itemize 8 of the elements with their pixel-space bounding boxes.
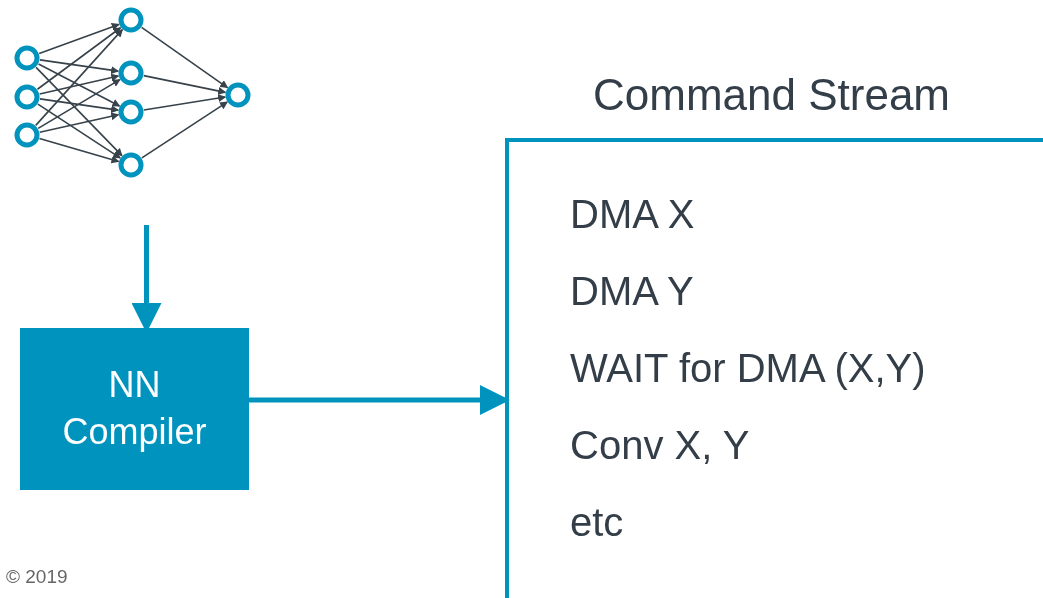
list-item: DMA Y bbox=[570, 269, 694, 314]
copyright-note: © 2019 bbox=[6, 566, 68, 588]
list-item: etc bbox=[570, 500, 624, 545]
process-box: NN Compiler bbox=[20, 328, 249, 490]
list-item: DMA X bbox=[570, 192, 695, 237]
list-item: Conv X, Y bbox=[570, 423, 750, 468]
list-item: WAIT for DMA (X,Y) bbox=[570, 346, 926, 391]
panel-heading: Command Stream bbox=[593, 70, 950, 120]
